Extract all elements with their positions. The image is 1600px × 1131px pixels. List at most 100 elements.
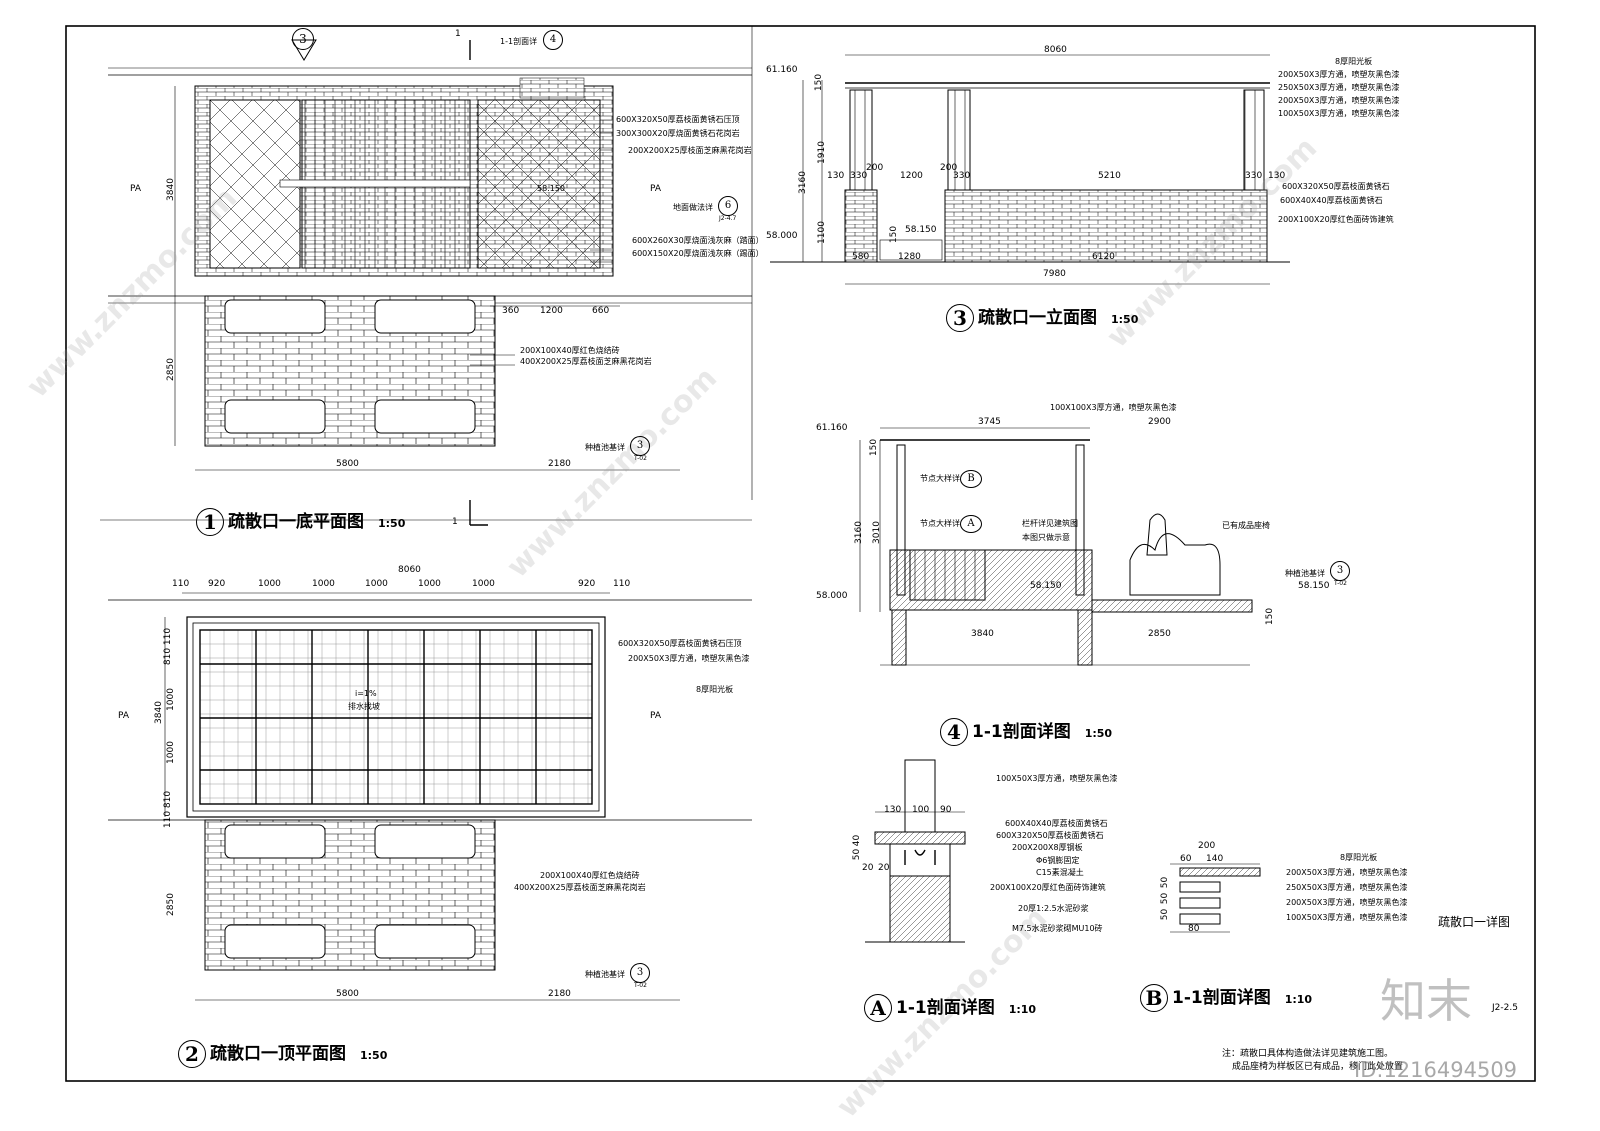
detB-label: 100X50X3厚方通，喷塑灰黑色漆 (1286, 913, 1408, 922)
pa-label: PA (118, 711, 130, 721)
elev3-bottom: 7980 (1043, 269, 1066, 279)
plan2-label: 种植池基详 (585, 970, 625, 979)
plan1-label: 600X320X50厚荔枝面黄锈石压顶 (616, 115, 740, 124)
slope-note: 排水找坡 (348, 702, 380, 711)
note-line1: 注：疏散口具体构造做法详见建筑施工图。 (1222, 1049, 1394, 1059)
sect4-tdim: 3745 (978, 417, 1001, 427)
detA-label: 200X200X8厚钢板 (1012, 843, 1083, 852)
sect4-level: 58.000 (816, 591, 848, 601)
detB-scale: 1:10 (1284, 993, 1313, 1006)
dim-2180: 2180 (548, 459, 571, 469)
detA-label: 600X40X40厚荔枝面黄锈石 (1005, 819, 1108, 828)
plan2-dim: 1000 (312, 579, 335, 589)
sect4-ldim: 3160 (853, 521, 864, 544)
elev3-ldim: 1100 (816, 221, 827, 244)
detA-dim: 130 (884, 805, 902, 815)
sect4-rdim: 150 (1265, 607, 1276, 626)
plan2-dim: 1000 (258, 579, 281, 589)
ref-3: 3 (630, 963, 650, 983)
plan2-dim: 1000 (472, 579, 495, 589)
sect4-title: 1-1剖面详图 (972, 722, 1071, 742)
cut-num: 1 (452, 517, 458, 527)
elev3-label: 250X50X3厚方通，喷塑灰黑色漆 (1278, 83, 1400, 92)
ref3-sheet: T-02 (634, 982, 647, 989)
detA-ldim: 50 (852, 848, 863, 861)
pa-label: PA (130, 184, 142, 194)
elev3-mdim: 330 (953, 171, 971, 181)
dim-3840: 3840 (165, 178, 176, 201)
plan2-ldim: 110 (163, 810, 174, 829)
detA-drawing (865, 759, 966, 943)
detB-drawing (1170, 863, 1261, 933)
elev3-level: 61.160 (766, 65, 798, 75)
plan1-label: 地面做法详 (673, 203, 713, 212)
ref-3: 3 (1330, 561, 1350, 581)
elev3-mdim: 330 (850, 171, 868, 181)
elev3-150: 150 (889, 225, 900, 244)
elev3-scale: 1:50 (1111, 313, 1139, 326)
detB-ldim: 50 (1160, 876, 1171, 889)
detB-ldim: 50 (1160, 908, 1171, 921)
elev3-mdim: 330 (1245, 171, 1263, 181)
plan2-label: 400X200X25厚荔枝面芝麻黑花岗岩 (514, 883, 646, 892)
sect4-level: 58.150 (1298, 581, 1330, 591)
detB-label: 250X50X3厚方通，喷塑灰黑色漆 (1286, 883, 1408, 892)
ref6-sheet: J2-4.7 (719, 215, 737, 222)
elev3-mdim: 130 (827, 171, 845, 181)
ref-3: 3 (630, 436, 650, 456)
pa-label: PA (650, 711, 662, 721)
plan2-num: 2 (178, 1040, 206, 1068)
ref3-sheet: T-02 (634, 455, 647, 462)
detA-ldim: 20 (862, 863, 874, 873)
plan2-dim: 1000 (418, 579, 441, 589)
dim-360: 360 (502, 306, 520, 316)
plan1-label: 200X200X25厚枝面芝麻黑花岗岩 (628, 146, 752, 155)
elev3-level: 58.000 (766, 231, 798, 241)
detB-label: 200X50X3厚方通，喷塑灰黑色漆 (1286, 868, 1408, 877)
dim-2850: 2850 (165, 358, 176, 381)
elev3-label: 200X50X3厚方通，喷塑灰黑色漆 (1278, 70, 1400, 79)
plan2-2180: 2180 (548, 989, 571, 999)
plan1-title: 疏散口一底平面图 (228, 512, 364, 532)
detB-dim: 60 (1180, 854, 1192, 864)
dim-1200: 1200 (540, 306, 563, 316)
plan2-dim: 110 (172, 579, 190, 589)
detB-label: 8厚阳光板 (1340, 853, 1378, 862)
watermark-brand: 知末 (1380, 974, 1472, 1028)
sect4-label: 种植池基详 (1285, 569, 1325, 578)
cut-ref: 4 (543, 30, 563, 50)
elev3-label: 200X100X20厚红色面砖饰建筑 (1278, 215, 1394, 224)
plan2-dim: 110 (613, 579, 631, 589)
plan1-drawing (108, 39, 752, 526)
plan2-dim: 1000 (365, 579, 388, 589)
sect4-bdim: 2850 (1148, 629, 1171, 639)
elev3-mdim: 5210 (1098, 171, 1121, 181)
plan2-dim: 920 (208, 579, 226, 589)
detB-ldim: 50 (1160, 892, 1171, 905)
plan1-scale: 1:50 (378, 517, 406, 530)
detA-label: 600X320X50厚荔枝面黄锈石 (996, 831, 1104, 840)
plan2-ldim: 810 (163, 647, 174, 666)
ref-6: 6 (718, 196, 738, 216)
plan2-dim: 920 (578, 579, 596, 589)
sect4-drawing (859, 427, 1253, 666)
detA-label: M7.5水泥砂浆砌MU10砖 (1012, 924, 1103, 933)
elev3-bdim: 6120 (1092, 252, 1115, 262)
detA-num: A (864, 994, 892, 1022)
elev3-mdim: 200 (866, 163, 884, 173)
elev3-title: 疏散口一立面图 (978, 308, 1097, 328)
sect4-scale: 1:50 (1084, 727, 1113, 740)
plan2-scale: 1:50 (360, 1049, 388, 1062)
slope: i=1% (355, 689, 377, 698)
sect4-label: 已有成品座椅 (1222, 521, 1270, 530)
pa-label: PA (650, 184, 662, 194)
elev3-num: 3 (946, 304, 974, 332)
plan2-2850: 2850 (165, 893, 176, 916)
sect4-bdim: 3840 (971, 629, 994, 639)
cut-num: 1 (455, 29, 461, 39)
detB-dim: 200 (1198, 841, 1216, 851)
